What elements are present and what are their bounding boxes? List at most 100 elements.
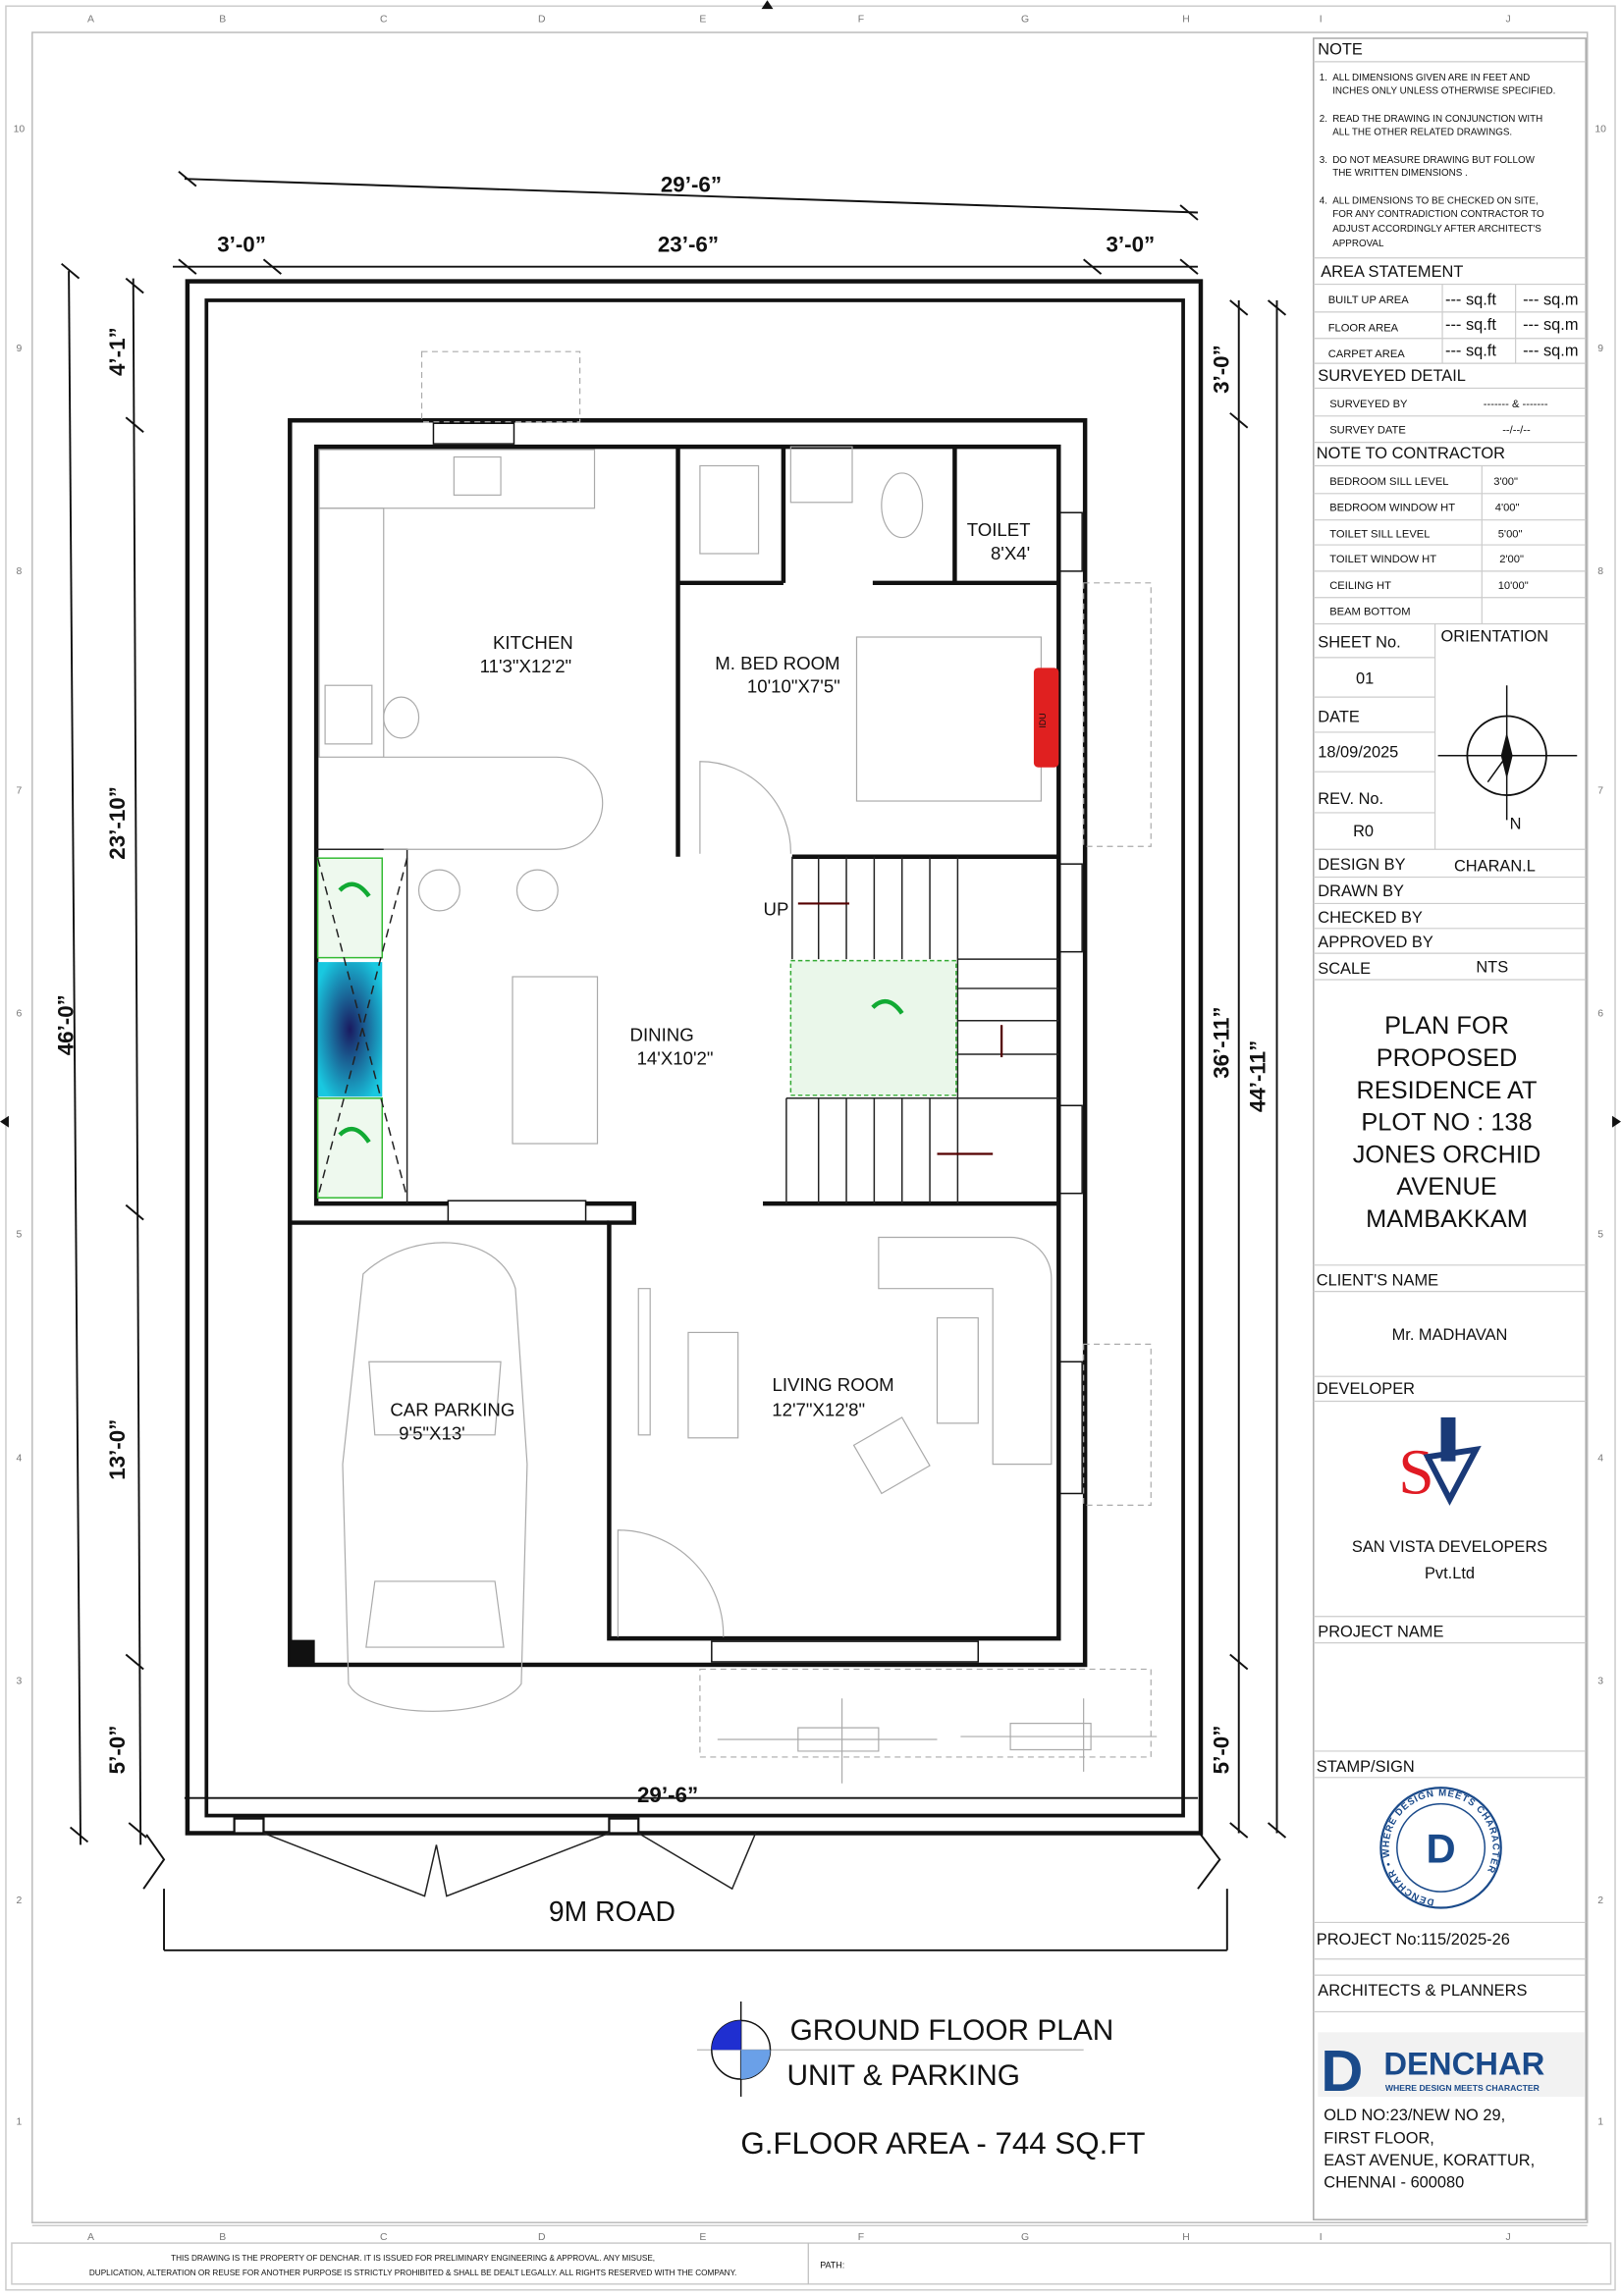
- denchar-logo: D DENCHAR WHERE DESIGN MEETS CHARACTER: [1318, 2032, 1585, 2104]
- sheet-no-label: SHEET No.: [1318, 633, 1400, 651]
- dimension-lines: [61, 170, 1287, 1845]
- svg-text:4'00": 4'00": [1495, 503, 1520, 514]
- plan-title: PLAN FOR PROPOSED RESIDENCE AT PLOT NO :…: [1353, 1012, 1541, 1233]
- grid-labels-top: A B C D E F G H I J: [87, 15, 1511, 26]
- approved-by-label: APPROVED BY: [1318, 934, 1433, 951]
- svg-text:ALL THE OTHER RELATED DRAWINGS: ALL THE OTHER RELATED DRAWINGS.: [1332, 127, 1512, 137]
- svg-text:D: D: [538, 2232, 546, 2243]
- drawn-by-label: DRAWN BY: [1318, 882, 1404, 900]
- svg-text:THE WRITTEN DIMENSIONS .: THE WRITTEN DIMENSIONS .: [1332, 168, 1468, 179]
- svg-text:PLOT NO : 138: PLOT NO : 138: [1361, 1109, 1532, 1137]
- svg-text:--- sq.ft: --- sq.ft: [1445, 291, 1496, 308]
- plot-boundary: [185, 279, 1204, 1836]
- svg-text:MAMBAKKAM: MAMBAKKAM: [1366, 1205, 1528, 1233]
- rev-value: R0: [1353, 823, 1374, 840]
- firm-address: OLD NO:23/NEW NO 29, FIRST FLOOR, EAST A…: [1324, 2107, 1535, 2192]
- svg-text:10'00": 10'00": [1498, 580, 1529, 592]
- courtyard-garden: [316, 857, 904, 1199]
- rev-label: REV. No.: [1318, 790, 1383, 808]
- orientation-label: ORIENTATION: [1441, 627, 1549, 645]
- sheet-border: [5, 5, 1616, 2291]
- svg-text:TOILET SILL LEVEL: TOILET SILL LEVEL: [1329, 529, 1430, 541]
- svg-text:H: H: [1182, 15, 1190, 26]
- stair-up-label: UP: [764, 898, 789, 919]
- date-value: 18/09/2025: [1318, 743, 1398, 761]
- svg-text:5: 5: [16, 1229, 22, 1240]
- room-car-parking-label: CAR PARKING: [390, 1399, 514, 1419]
- svg-text:2'00": 2'00": [1499, 554, 1524, 565]
- svg-text:BUILT UP AREA: BUILT UP AREA: [1328, 294, 1410, 306]
- compound-wall: [204, 298, 1185, 1818]
- dim-left-1: 4’-1”: [105, 327, 130, 376]
- svg-text:--- sq.m: --- sq.m: [1523, 316, 1578, 334]
- checked-by-label: CHECKED BY: [1318, 909, 1423, 927]
- svg-text:FIRST FLOOR,: FIRST FLOOR,: [1324, 2130, 1434, 2148]
- center-mark-icon: [1612, 1115, 1621, 1128]
- car-icon: [342, 1242, 528, 1712]
- dim-top-right: 3’-0”: [1107, 233, 1156, 257]
- furniture: [318, 350, 1152, 1758]
- design-by-value: CHARAN.L: [1454, 858, 1536, 876]
- drawing-subtitle: UNIT & PARKING: [786, 2059, 1019, 2092]
- sheet-no-value: 01: [1356, 670, 1374, 688]
- svg-text:F: F: [858, 2232, 864, 2243]
- svg-text:6: 6: [1597, 1008, 1603, 1019]
- area-statement-header: AREA STATEMENT: [1321, 263, 1463, 281]
- svg-text:CARPET AREA: CARPET AREA: [1328, 348, 1406, 360]
- grid-labels-left: 10 9 8 7 6 5 4 3 2 1: [14, 124, 26, 2127]
- svg-text:2: 2: [16, 1896, 22, 1906]
- room-toilet-size: 8'X4': [991, 543, 1030, 563]
- svg-text:BEDROOM SILL LEVEL: BEDROOM SILL LEVEL: [1329, 476, 1448, 488]
- svg-text:H: H: [1182, 2232, 1190, 2243]
- surveyed-detail-header: SURVEYED DETAIL: [1318, 367, 1466, 385]
- center-mark-icon: [0, 1115, 9, 1128]
- footer-disclaimer-2: DUPLICATION, ALTERATION OR REUSE FOR ANO…: [89, 2269, 736, 2277]
- svg-text:EAST AVENUE, KORATTUR,: EAST AVENUE, KORATTUR,: [1324, 2152, 1535, 2169]
- room-kitchen-size: 11'3"X12'2": [480, 656, 572, 676]
- survey-date-value: --/--/--: [1502, 425, 1531, 437]
- svg-text:G: G: [1021, 15, 1029, 26]
- svg-text:3: 3: [1597, 1676, 1603, 1686]
- svg-text:APPROVAL: APPROVAL: [1332, 239, 1384, 249]
- svg-text:FOR ANY CONTRADICTION CONTRACT: FOR ANY CONTRADICTION CONTRACTOR TO: [1332, 209, 1544, 220]
- svg-text:1.: 1.: [1320, 73, 1327, 83]
- gates: [142, 1817, 1228, 1951]
- dim-right-overall: 44’-11”: [1246, 1041, 1270, 1112]
- dim-right-2: 36’-11”: [1209, 1006, 1233, 1078]
- north-arrow-icon: [1437, 685, 1578, 821]
- svg-text:J: J: [1506, 15, 1511, 26]
- svg-text:D: D: [1321, 2038, 1363, 2104]
- room-kitchen-label: KITCHEN: [493, 632, 573, 653]
- svg-text:B: B: [219, 2232, 226, 2243]
- svg-text:D: D: [538, 15, 546, 26]
- svg-text:PLAN FOR: PLAN FOR: [1384, 1012, 1509, 1040]
- ac-indoor-unit: [1033, 667, 1059, 768]
- svg-text:7: 7: [1597, 786, 1603, 797]
- room-living-label: LIVING ROOM: [773, 1374, 894, 1395]
- svg-text:--- sq.m: --- sq.m: [1523, 343, 1578, 360]
- svg-text:1: 1: [16, 2116, 22, 2127]
- dim-top-middle: 23’-6”: [658, 233, 719, 257]
- svg-text:F: F: [858, 15, 864, 26]
- dim-right-3: 5’-0”: [1209, 1726, 1233, 1775]
- svg-text:8: 8: [1597, 566, 1603, 577]
- svg-text:C: C: [380, 2232, 388, 2243]
- project-name-label: PROJECT NAME: [1318, 1624, 1443, 1641]
- svg-text:9: 9: [1597, 344, 1603, 354]
- title-block: [1313, 37, 1587, 2220]
- svg-text:5: 5: [1597, 1229, 1603, 1240]
- svg-text:2: 2: [1597, 1896, 1603, 1906]
- svg-text:E: E: [699, 15, 706, 26]
- svg-text:ALL DIMENSIONS TO BE CHECKED O: ALL DIMENSIONS TO BE CHECKED ON SITE,: [1332, 196, 1539, 207]
- area-statement-table: BUILT UP AREA --- sq.ft --- sq.m FLOOR A…: [1328, 291, 1579, 360]
- svg-text:INCHES ONLY UNLESS OTHERWISE S: INCHES ONLY UNLESS OTHERWISE SPECIFIED.: [1332, 86, 1555, 97]
- svg-text:A: A: [87, 15, 94, 26]
- svg-text:5'00": 5'00": [1498, 529, 1523, 541]
- room-living-size: 12'7"X12'8": [772, 1399, 865, 1419]
- drawing-title: GROUND FLOOR PLAN: [790, 2014, 1114, 2047]
- svg-text:--- sq.ft: --- sq.ft: [1445, 343, 1496, 360]
- column-post: [290, 1639, 315, 1665]
- svg-text:I: I: [1320, 2232, 1323, 2243]
